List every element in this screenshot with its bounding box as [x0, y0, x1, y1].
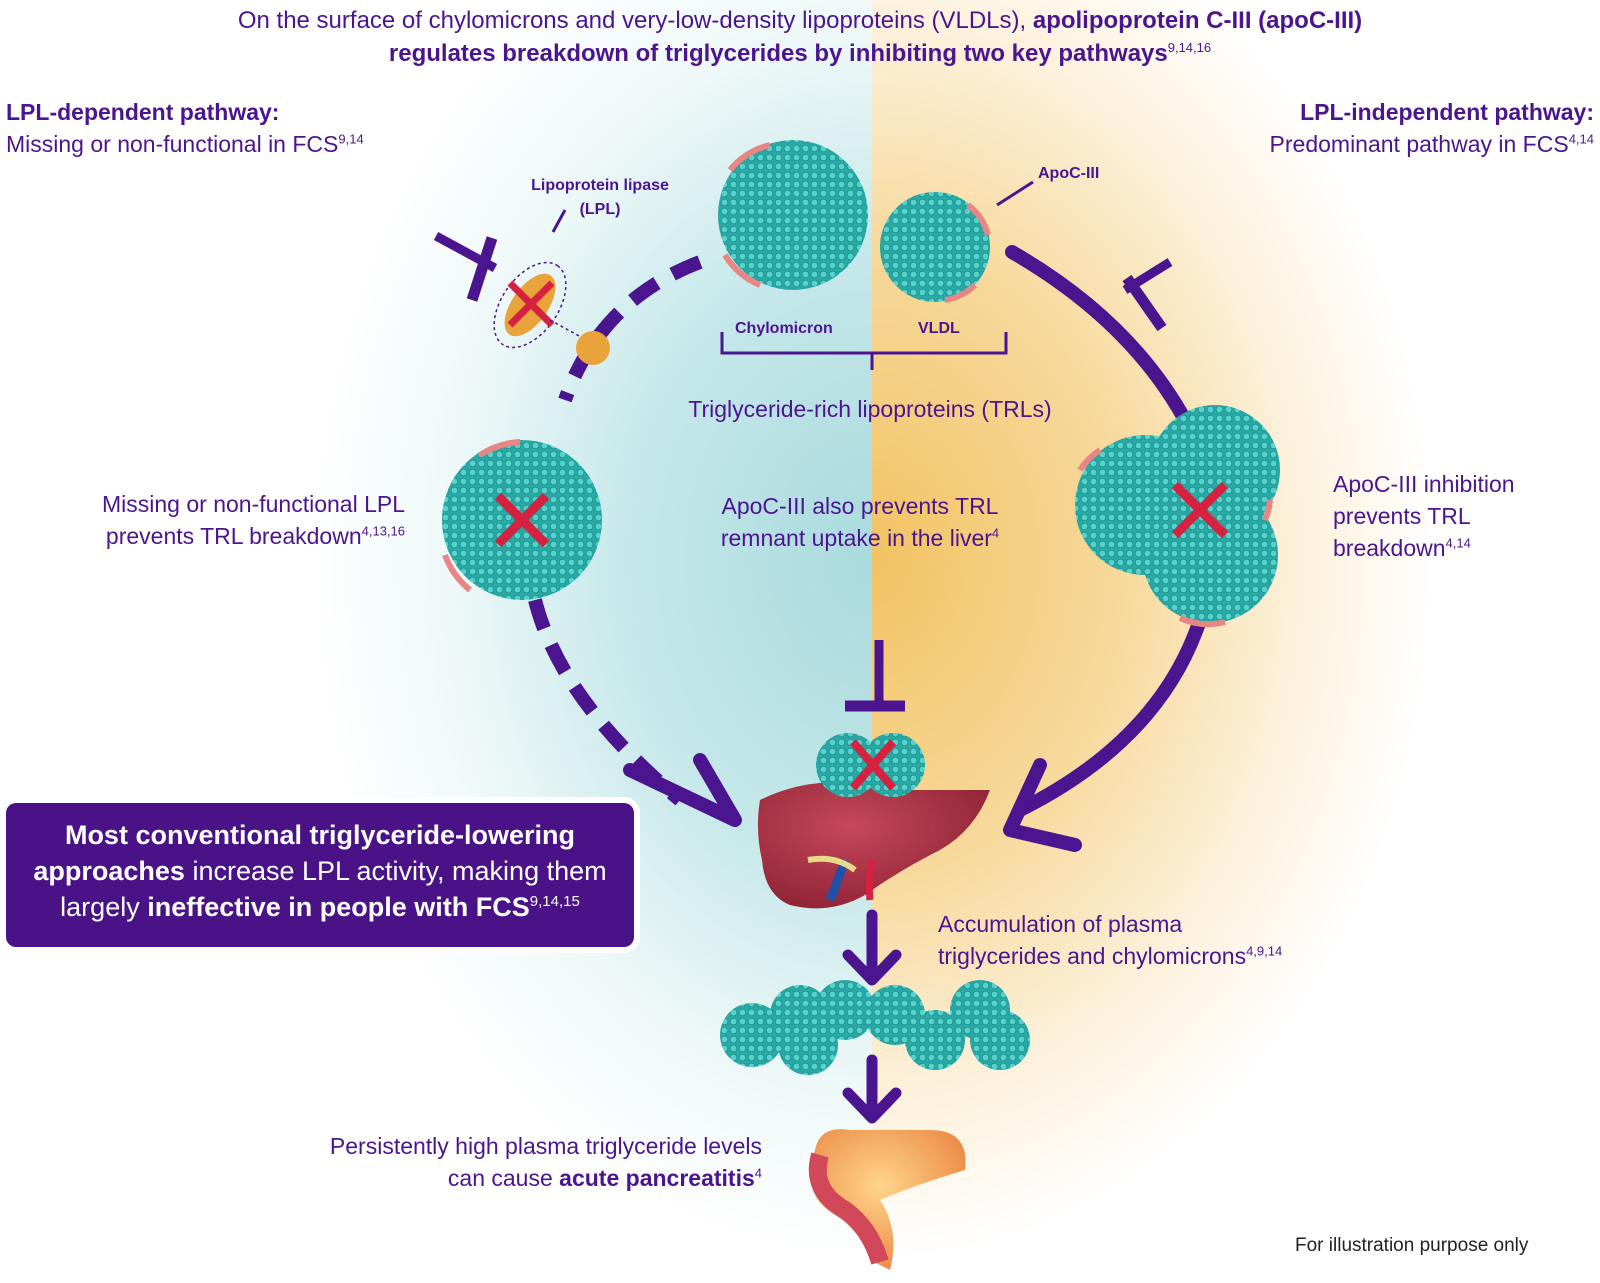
pancreatitis-line2-bold: acute pancreatitis: [559, 1165, 755, 1191]
liver-blocked-particles: [816, 733, 925, 797]
vldl-particle: [880, 192, 991, 303]
pancreatitis-note: Persistently high plasma triglyceride le…: [230, 1130, 762, 1194]
apoc-liver-refs: 4: [991, 525, 1000, 541]
apoc-liver-line1: ApoC-III also prevents TRL: [721, 493, 999, 519]
header-line1-bold: apolipoprotein C-III (apoC-III): [1032, 7, 1363, 34]
accumulation-note: Accumulation of plasma triglycerides and…: [938, 908, 1358, 972]
lpl-dependent-title: LPL-dependent pathway:: [6, 99, 280, 125]
down-arrow-to-accumulation: [842, 909, 902, 986]
apoc-label: ApoC-III: [1038, 165, 1100, 182]
chylomicron-label: Chylomicron: [735, 320, 833, 337]
lpl-independent-arc: [1005, 245, 1192, 427]
down-arrow-to-pancreas: [842, 1054, 902, 1124]
lpl-enzyme-icon: [493, 261, 610, 365]
missing-lpl-line1: Missing or non-functional LPL: [102, 491, 405, 517]
trl-bracket: [720, 332, 1008, 370]
lpl-inhibition-t-icon: [433, 232, 498, 302]
pancreatitis-refs: 4: [754, 1165, 762, 1181]
apoc-inhibition-note: ApoC-III inhibition prevents TRL breakdo…: [1333, 468, 1573, 564]
right-arrowhead: [1003, 758, 1082, 852]
accum-refs: 4,9,14: [1246, 943, 1283, 959]
lpl-pointer-line: [551, 209, 567, 233]
missing-lpl-note: Missing or non-functional LPL prevents T…: [40, 488, 405, 552]
apoc-inhib-line3: breakdown: [1333, 535, 1446, 561]
callout-line3-bold: ineffective in people with FCS: [147, 892, 530, 922]
apoc-pointer-line: [996, 180, 1034, 207]
missing-lpl-refs: 4,13,16: [361, 523, 405, 539]
callout-line2-plain: increase LPL activity, making them: [184, 856, 607, 886]
header-line1-plain: On the surface of chylomicrons and very-…: [237, 7, 1033, 34]
apoc-inhib-refs: 4,14: [1445, 535, 1471, 551]
lpl-label-line1: Lipoprotein lipase: [531, 177, 669, 194]
header-title: On the surface of chylomicrons and very-…: [200, 4, 1400, 70]
apoc-inhib-line2: prevents TRL: [1333, 503, 1471, 529]
pancreatitis-line1: Persistently high plasma triglyceride le…: [329, 1133, 762, 1159]
accum-line2: triglycerides and chylomicrons: [938, 943, 1247, 969]
liver-icon: [757, 782, 990, 909]
callout-line2-bold: approaches: [33, 856, 185, 886]
lpl-independent-title: LPL-independent pathway:: [1300, 99, 1594, 125]
callout-line3-plain: largely: [60, 892, 148, 922]
illustration-disclaimer: For illustration purpose only: [1295, 1235, 1529, 1256]
pancreas-icon: [808, 1129, 966, 1270]
liver-uptake-inhibition-t-icon: [845, 640, 905, 712]
chylomicron-particle: [718, 140, 868, 290]
left-blocked-trl-particle: [442, 439, 602, 600]
callout-line1: Most conventional triglyceride-lowering: [64, 820, 576, 850]
apoc-liver-line2: remnant uptake in the liver: [720, 525, 992, 551]
callout-refs: 9,14,15: [529, 893, 580, 910]
conventional-therapy-callout: Most conventional triglyceride-lowering …: [6, 803, 634, 947]
trl-label: Triglyceride-rich lipoproteins (TRLs): [688, 396, 1052, 422]
lpl-independent-arc-lower: [1013, 613, 1207, 817]
header-line2-bold: regulates breakdown of triglycerides by …: [388, 40, 1168, 67]
lpl-dependent-heading: LPL-dependent pathway: Missing or non-fu…: [6, 96, 446, 160]
apoc-inhib-line1: ApoC-III inhibition: [1333, 471, 1515, 497]
apoc-liver-note: ApoC-III also prevents TRL remnant uptak…: [670, 490, 1050, 554]
header-refs: 9,14,16: [1167, 40, 1212, 55]
lpl-label: Lipoprotein lipase (LPL): [490, 174, 710, 222]
missing-lpl-line2: prevents TRL breakdown: [105, 523, 362, 549]
left-arrowhead: [623, 753, 742, 827]
lpl-label-line2: (LPL): [579, 201, 621, 218]
pancreatitis-line2-plain: can cause: [447, 1165, 560, 1191]
accumulated-chylomicrons: [720, 980, 1030, 1075]
accum-line1: Accumulation of plasma: [938, 911, 1183, 937]
lpl-independent-heading: LPL-independent pathway: Predominant pat…: [1154, 96, 1594, 160]
lpl-independent-subtitle: Predominant pathway in FCS: [1269, 131, 1569, 157]
lpl-dependent-subtitle: Missing or non-functional in FCS: [6, 131, 339, 157]
right-blocked-trl-cluster: [1075, 405, 1280, 628]
apoc-inhibition-t-icon: [1122, 258, 1173, 332]
lpl-dependent-refs: 9,14: [338, 131, 364, 147]
vldl-label: VLDL: [918, 320, 960, 337]
lpl-independent-refs: 4,14: [1568, 131, 1594, 147]
